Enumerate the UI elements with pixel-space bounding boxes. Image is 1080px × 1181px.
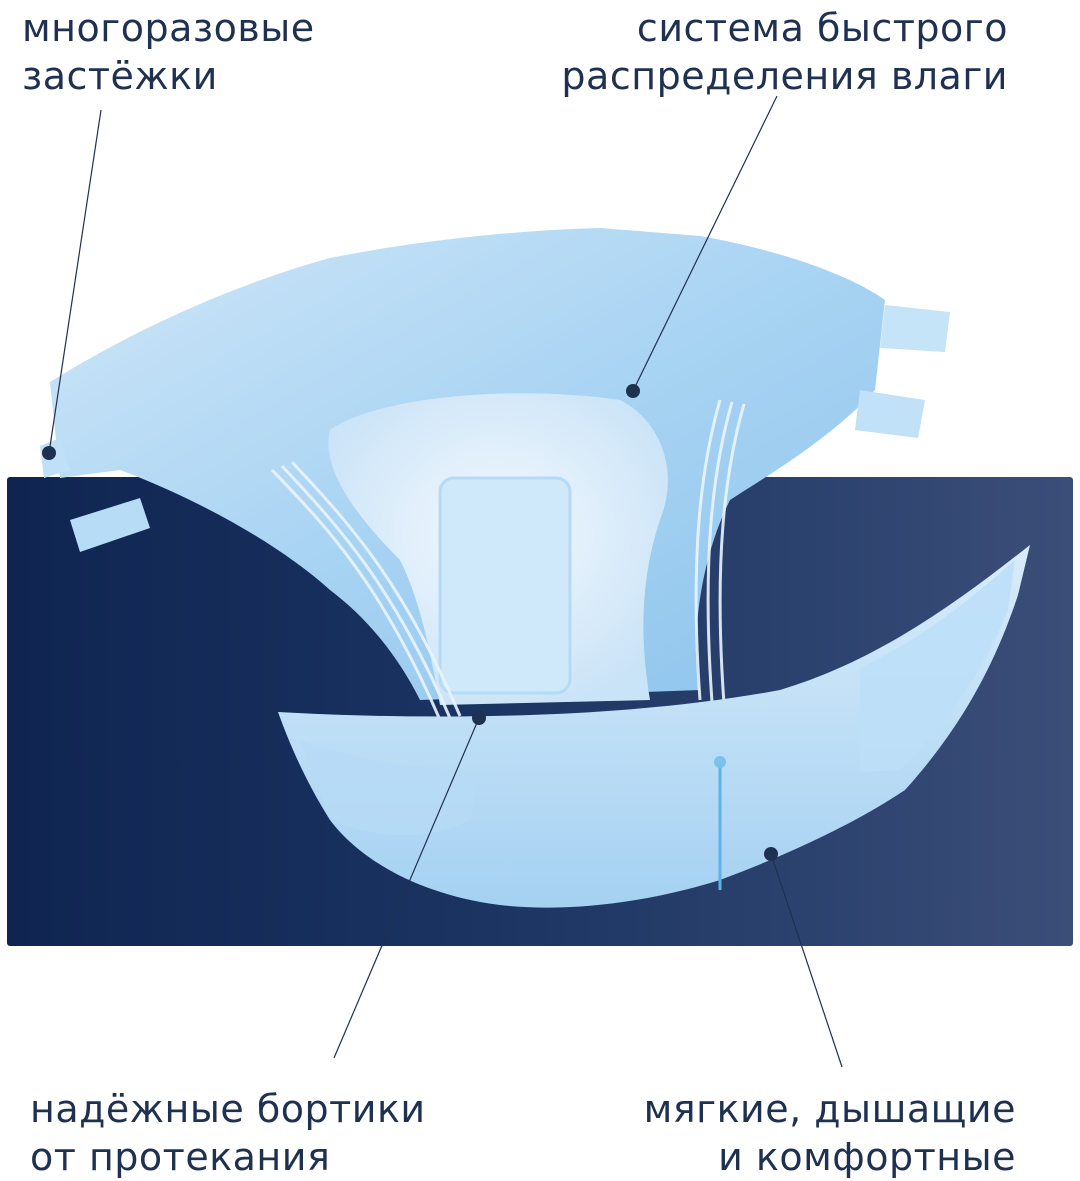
leg-cuffs	[270, 399, 746, 721]
callout-dot	[472, 711, 486, 725]
feature-label-line: надёжные бортики	[30, 1087, 426, 1131]
tab-shape	[880, 305, 950, 352]
feature-label-line: застёжки	[22, 54, 218, 98]
feature-label-soft-breathable: мягкие, дышащие и комфортные	[644, 1085, 1016, 1181]
callout-dot	[42, 446, 56, 460]
feature-label-leak-guards: надёжные бортики от протекания	[30, 1085, 426, 1181]
wetness-indicator-dot	[714, 756, 726, 768]
feature-label-line: от протекания	[30, 1135, 331, 1179]
core-pad	[438, 476, 572, 695]
feature-label-fast-distribution: система быстрого распределения влаги	[561, 4, 1008, 100]
landing-zone	[860, 560, 1015, 772]
callout-dot	[626, 384, 640, 398]
feature-label-line: мягкие, дышащие	[643, 1087, 1016, 1131]
feature-label-line: система быстрого	[636, 6, 1008, 50]
landing-zone	[300, 740, 480, 835]
tab-shape	[855, 390, 925, 438]
feature-label-line: распределения влаги	[561, 54, 1008, 98]
feature-label-line: многоразовые	[22, 6, 315, 50]
tab-shape	[70, 498, 150, 552]
feature-label-line: и комфортные	[718, 1135, 1016, 1179]
callout-dot	[764, 847, 778, 861]
callout-lines	[48, 95, 843, 1068]
feature-label-reusable-fasteners: многоразовые застёжки	[22, 4, 315, 100]
